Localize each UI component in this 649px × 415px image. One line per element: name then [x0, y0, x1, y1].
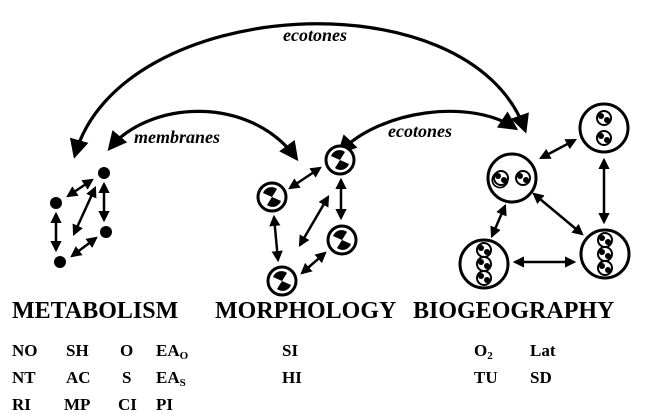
label-ecotones-top: ecotones	[283, 25, 347, 45]
arc-ecotones-right	[337, 109, 519, 155]
code: Lat	[530, 341, 556, 360]
arc-ecotones-top	[69, 22, 529, 159]
code: HI	[282, 368, 302, 387]
heading-morphology: MORPHOLOGY	[215, 298, 397, 324]
code: EAO	[156, 341, 189, 362]
code: RI	[12, 395, 31, 414]
code: NO	[12, 341, 38, 360]
code: MP	[64, 395, 91, 414]
code: SH	[66, 341, 89, 360]
metabolism-network	[50, 167, 112, 268]
region-node	[486, 152, 538, 204]
code: PI	[156, 395, 173, 414]
region-node	[458, 238, 510, 290]
morphology-network	[256, 144, 358, 297]
cell-node	[266, 265, 298, 297]
cell-node	[324, 144, 356, 176]
code: O	[120, 341, 134, 360]
heading-metabolism: METABOLISM	[12, 298, 179, 324]
node	[98, 167, 110, 179]
code: O2	[474, 341, 493, 362]
cell-node	[326, 224, 358, 256]
cell-node	[256, 181, 288, 213]
node	[54, 256, 66, 268]
code: EAS	[156, 368, 186, 389]
heading-biogeography: BIOGEOGRAPHY	[413, 298, 615, 324]
code: NT	[12, 368, 36, 387]
code: TU	[474, 368, 498, 387]
arc-membranes	[107, 109, 299, 162]
biogeography-network	[458, 102, 631, 290]
code: CI	[118, 395, 137, 414]
node	[100, 226, 112, 238]
label-ecotones-right: ecotones	[388, 121, 452, 141]
node	[50, 197, 62, 209]
code: SI	[282, 341, 299, 360]
code: S	[122, 368, 132, 387]
code: AC	[66, 368, 91, 387]
region-node	[579, 228, 631, 280]
label-membranes: membranes	[134, 127, 220, 147]
region-node	[578, 102, 630, 154]
code: SD	[530, 368, 552, 387]
